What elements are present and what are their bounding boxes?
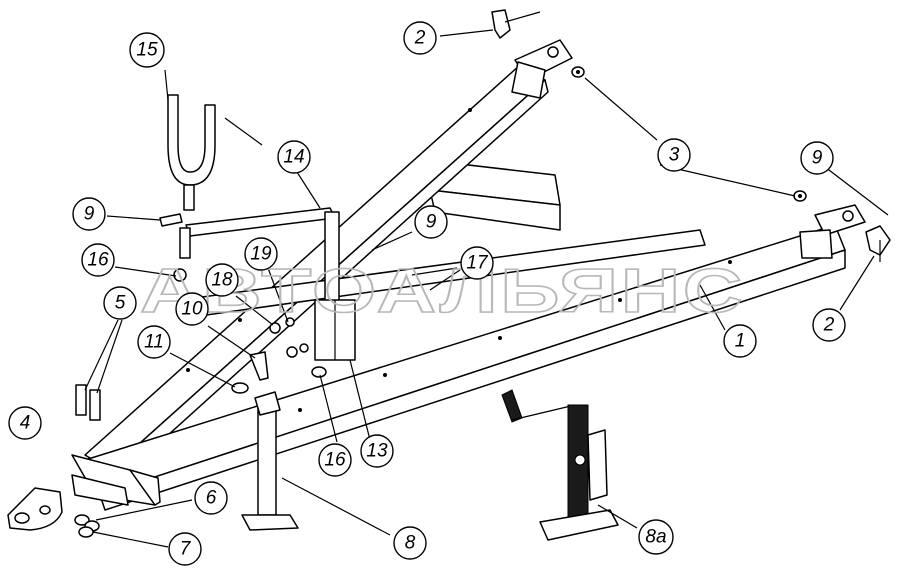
svg-text:18: 18 xyxy=(211,270,233,291)
plate-4 xyxy=(7,487,63,531)
callout: 10 xyxy=(175,292,209,326)
callout: 9 xyxy=(800,141,834,175)
leader-lines xyxy=(84,29,889,548)
bolts-5 xyxy=(75,384,101,421)
svg-text:14: 14 xyxy=(283,147,304,168)
svg-text:8: 8 xyxy=(405,533,416,554)
callout: 2 xyxy=(812,308,846,342)
svg-text:15: 15 xyxy=(136,40,158,61)
svg-text:6: 6 xyxy=(206,488,217,509)
svg-text:2: 2 xyxy=(414,28,426,49)
svg-text:10: 10 xyxy=(181,299,203,320)
svg-text:2: 2 xyxy=(823,315,835,336)
svg-text:13: 13 xyxy=(366,441,388,462)
svg-text:1: 1 xyxy=(735,331,746,352)
svg-text:16: 16 xyxy=(87,250,109,271)
callout: 8 xyxy=(393,526,427,560)
svg-text:11: 11 xyxy=(144,332,164,353)
callout: 6 xyxy=(194,481,228,515)
support-leg-8 xyxy=(241,391,299,531)
callout: 18 xyxy=(205,263,239,297)
callout: 9 xyxy=(414,205,448,239)
svg-text:3: 3 xyxy=(669,145,680,166)
callout: 16 xyxy=(318,443,352,477)
svg-text:5: 5 xyxy=(115,293,126,314)
small-parts-cluster xyxy=(159,213,356,394)
callout: 17 xyxy=(460,246,494,280)
washer-3-right xyxy=(793,190,807,202)
svg-text:4: 4 xyxy=(20,413,31,434)
pin-2-right xyxy=(865,225,891,262)
nuts-6-7 xyxy=(74,514,100,538)
callout: 4 xyxy=(8,406,42,440)
washer-3-top xyxy=(571,66,585,78)
callout: 9 xyxy=(72,197,106,231)
svg-text:19: 19 xyxy=(250,244,272,265)
callout: 19 xyxy=(244,237,278,271)
watermark: АВТОАЛЬЯНС xyxy=(140,257,745,326)
callout: 3 xyxy=(657,138,691,172)
callout: 2 xyxy=(403,21,437,55)
jack-8a xyxy=(501,389,619,541)
callout: 16 xyxy=(81,243,115,277)
callout: 7 xyxy=(168,532,202,566)
callout: 8a xyxy=(638,519,674,555)
svg-text:7: 7 xyxy=(180,539,192,560)
svg-text:9: 9 xyxy=(426,212,437,233)
svg-text:9: 9 xyxy=(812,148,823,169)
callout: 5 xyxy=(103,286,137,320)
callout: 13 xyxy=(360,434,394,468)
pin-2-top xyxy=(491,9,541,39)
svg-text:16: 16 xyxy=(324,450,346,471)
svg-text:8a: 8a xyxy=(645,527,666,548)
svg-text:9: 9 xyxy=(84,204,95,225)
callout: 1 xyxy=(723,324,757,358)
callout: 11 xyxy=(137,325,171,359)
callout: 15 xyxy=(129,32,165,68)
callout: 14 xyxy=(277,140,311,174)
svg-text:17: 17 xyxy=(466,253,489,274)
clevis-15 xyxy=(167,94,263,211)
